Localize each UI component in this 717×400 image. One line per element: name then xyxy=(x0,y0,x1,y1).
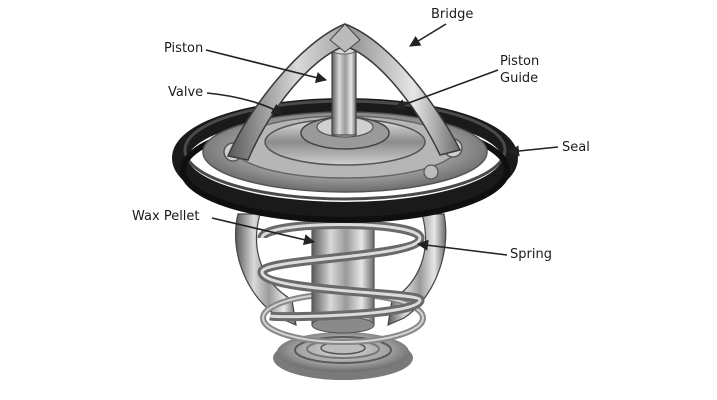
piston-guide-label-line1: Piston xyxy=(500,54,540,69)
valve-label: Valve xyxy=(168,85,204,100)
bridge-label: Bridge xyxy=(431,7,474,22)
valve-leader xyxy=(206,92,283,115)
leader-lines xyxy=(205,23,559,256)
piston-leader xyxy=(205,49,328,83)
piston-guide-label: Piston Guide xyxy=(500,53,539,87)
wax-pellet-leader xyxy=(211,217,316,246)
seal-leader xyxy=(507,145,559,157)
coil-spring xyxy=(257,220,425,322)
bridge-strap xyxy=(226,23,462,161)
spring-label: Spring xyxy=(510,247,552,262)
valve-disc xyxy=(202,111,488,193)
wax-pellet-label: Wax Pellet xyxy=(132,209,200,224)
seal-label: Seal xyxy=(562,140,590,155)
piston-guide-label-line2: Guide xyxy=(500,71,539,86)
piston-label: Piston xyxy=(164,41,204,56)
piston-rod xyxy=(331,45,357,136)
bridge-leader xyxy=(409,23,447,47)
piston-guide-leader xyxy=(393,69,499,110)
spring-leader xyxy=(416,239,508,256)
